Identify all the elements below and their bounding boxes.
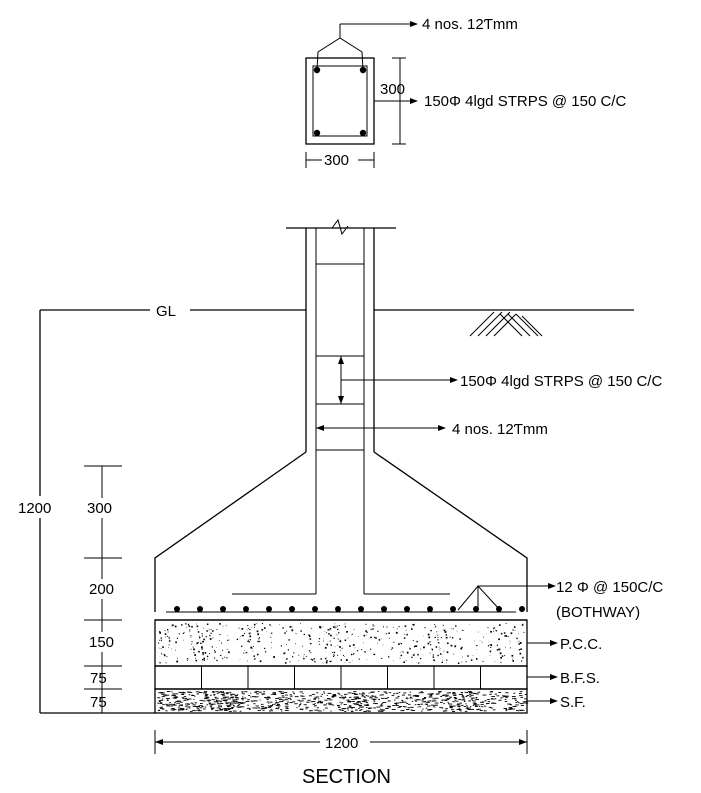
pcc-label: P.C.C. xyxy=(560,636,602,653)
depth-75-bfs-label: 75 xyxy=(90,670,107,687)
column-cross-section: 4 nos. 12Ƭmm 300 150Φ 4lgd STRPS @ 150 C… xyxy=(305,16,626,169)
mesh-bar-dot xyxy=(381,606,387,612)
base-width-label: 1200 xyxy=(325,735,358,752)
sf-texture xyxy=(157,691,529,712)
depth-300-label: 300 xyxy=(87,500,112,517)
section-stirrups-label: 150Φ 4lgd STRPS @ 150 C/C xyxy=(460,373,662,390)
mesh-note-label: (BOTHWAY) xyxy=(556,604,640,621)
mesh-bar-dot xyxy=(197,606,203,612)
section-title: SECTION xyxy=(302,766,391,788)
mesh-bar-dots xyxy=(174,606,525,612)
footing-section: GL 150Φ 4lgd STRPS @ 150 C/C 4 nos. 12Ƭm… xyxy=(18,218,663,788)
mesh-bar-dot xyxy=(312,606,318,612)
main-bar-leader xyxy=(316,37,364,71)
footing-slope-left xyxy=(154,451,307,612)
mesh-bar-dot xyxy=(404,606,410,612)
mesh-bar-dot xyxy=(358,606,364,612)
depth-150-label: 150 xyxy=(89,634,114,651)
sf-label: S.F. xyxy=(560,694,586,711)
detail-depth-label: 300 xyxy=(380,81,405,98)
ground-hatch xyxy=(469,311,543,337)
depth-200-label: 200 xyxy=(89,581,114,598)
depth-75-sf-label: 75 xyxy=(90,694,107,711)
mesh-bar-dot xyxy=(220,606,226,612)
detail-stirrups-label: 150Φ 4lgd STRPS @ 150 C/C xyxy=(424,93,626,110)
mesh-bar-dot xyxy=(427,606,433,612)
pcc-layer xyxy=(154,619,528,667)
mesh-bar-dot xyxy=(174,606,180,612)
stirrup-outline xyxy=(312,65,368,137)
footing-slope-right xyxy=(373,451,528,612)
rebar-dot xyxy=(359,129,367,137)
mesh-label: 12 Φ @ 150C/C xyxy=(556,579,663,596)
ground-level-label: GL xyxy=(156,303,176,320)
detail-main-bars-label: 4 nos. 12Ƭmm xyxy=(422,16,518,33)
rebar-dot xyxy=(313,129,321,137)
mesh-bar-dot xyxy=(289,606,295,612)
mesh-bar-dot xyxy=(450,606,456,612)
mesh-bar-dot xyxy=(243,606,249,612)
mesh-bar-dot xyxy=(266,606,272,612)
total-depth-label: 1200 xyxy=(18,500,51,517)
detail-width-label: 300 xyxy=(324,152,349,169)
pcc-aggregate xyxy=(158,623,525,664)
mesh-bar-dot xyxy=(335,606,341,612)
mesh-bar-dot xyxy=(519,606,525,612)
bfs-bricks xyxy=(201,666,481,689)
bfs-label: B.F.S. xyxy=(560,670,600,687)
column-stirrups xyxy=(316,263,364,451)
section-main-bars-label: 4 nos. 12Ƭmm xyxy=(452,421,548,438)
